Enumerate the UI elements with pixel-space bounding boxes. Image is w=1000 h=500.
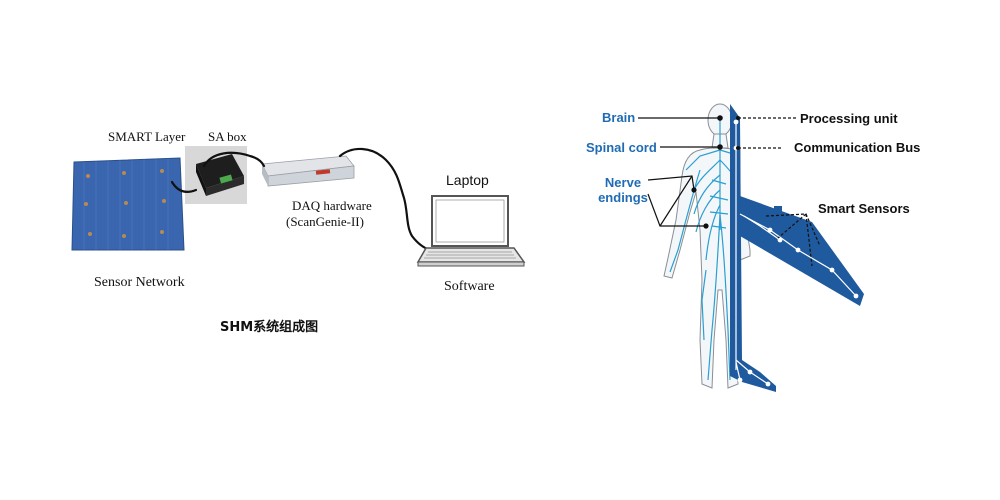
nerve-endings-line2: endings <box>598 190 648 205</box>
daq-hardware-line2: (ScanGenie-II) <box>286 214 364 229</box>
laptop-label: Laptop <box>446 172 489 188</box>
cables <box>170 147 432 252</box>
nerve-endings-line1: Nerve <box>604 175 642 190</box>
diagram-caption: SHM系统组成图 <box>220 320 319 335</box>
dashed-leader-lines <box>738 117 821 267</box>
software-label: Software <box>444 279 495 294</box>
leader-arrowheads <box>736 116 740 150</box>
smart-sensors-label: Smart Sensors <box>818 201 910 216</box>
leader-lines <box>638 115 723 229</box>
communication-bus-label: Communication Bus <box>794 140 921 155</box>
aircraft-silhouette <box>730 104 864 392</box>
nerve-endings-label: Nerve endings <box>596 175 650 205</box>
aircraft-sensor-nodes <box>733 119 859 387</box>
smart-layer-label: SMART Layer <box>108 129 186 144</box>
sensor-panel <box>71 157 185 251</box>
daq-hardware <box>261 155 355 187</box>
laptop <box>416 195 526 267</box>
brain-label: Brain <box>602 110 636 125</box>
sa-box-label: SA box <box>208 129 247 144</box>
daq-hardware-line1: DAQ hardware <box>292 198 372 213</box>
nervous-system <box>669 118 741 381</box>
sensor-dots <box>84 169 166 238</box>
processing-unit-label: Processing unit <box>800 111 898 126</box>
spinal-cord-label: Spinal cord <box>586 140 657 155</box>
sensor-network-label: Sensor Network <box>94 275 185 290</box>
daq-hardware-label: DAQ hardware (ScanGenie-II) <box>286 198 372 230</box>
